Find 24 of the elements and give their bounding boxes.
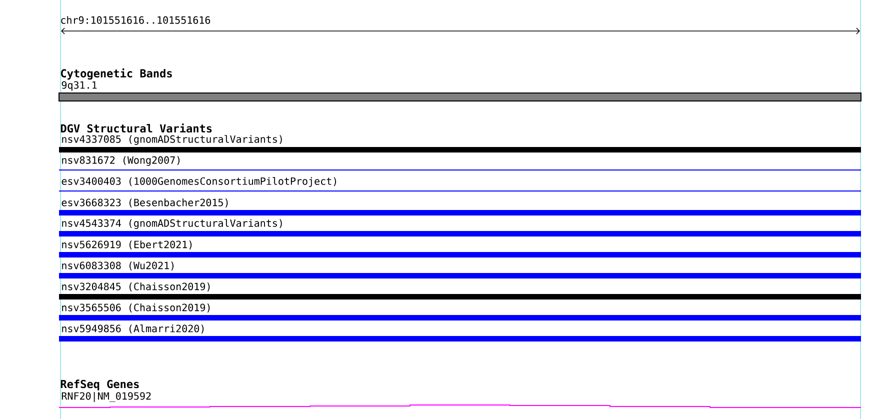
variant-bar: nsv4337085 (gnomADStructuralVariants) bbox=[59, 135, 861, 152]
variant-bar: esv3668323 (Besenbacher2015) bbox=[59, 198, 861, 216]
position-label: chr9:101551616..101551616 bbox=[61, 16, 210, 24]
node-label: nsv3204845 (Chaisson2019) bbox=[62, 282, 210, 292]
node-label: nsv3565506 (Chaisson2019) bbox=[62, 304, 210, 312]
variant-bar: nsv4543374 (gnomADStructuralVariants) bbox=[59, 219, 861, 236]
variant-bar: nsv5626919 (Ebert2021) bbox=[59, 240, 861, 258]
variant-bar: nsv831672 (Wong2007) bbox=[58, 156, 862, 170]
node-label: nsv4337085 (gnomADStructuralVariants) bbox=[62, 135, 282, 145]
variant-bar: nsv6083308 (Wu2021) bbox=[59, 262, 861, 278]
variant-bar: nsv3204845 (Chaisson2019) bbox=[59, 282, 861, 300]
gene-bar: RNF20|NM_019592 bbox=[58, 392, 862, 408]
node-label: 9q31.1 bbox=[62, 81, 97, 91]
node-label: nsv5949856 (Almarri2020) bbox=[62, 324, 204, 334]
node-label: esv3668323 (Besenbacher2015) bbox=[62, 198, 228, 208]
variant-bar: nsv5949856 (Almarri2020) bbox=[59, 324, 861, 342]
band-bar: 9q31.1 bbox=[58, 81, 862, 102]
track-title: DGV Structural Variants bbox=[60, 123, 212, 133]
node-label: nsv6083308 (Wu2021) bbox=[62, 262, 174, 270]
variant-bar: esv3400403 (1000GenomesConsortiumPilotProject) bbox=[58, 177, 862, 192]
node-label: nsv4543374 (gnomADStructuralVariants) bbox=[62, 219, 282, 229]
variant-bar: nsv3565506 (Chaisson2019) bbox=[59, 304, 861, 320]
track-title: Cytogenetic Bands bbox=[61, 68, 172, 80]
node-label: nsv5626919 (Ebert2021) bbox=[62, 240, 192, 250]
